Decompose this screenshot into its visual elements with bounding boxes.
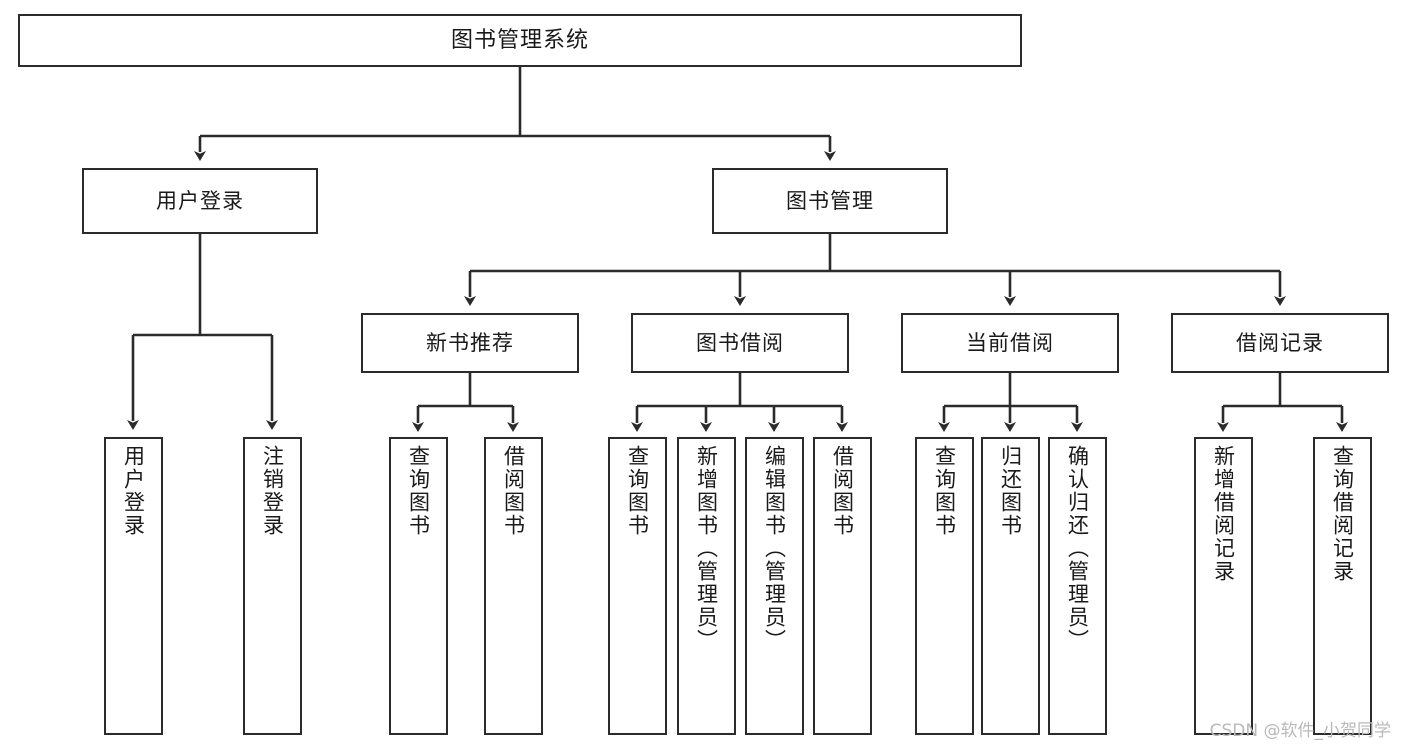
leaf-new-book-borrow[interactable]: 借阅图书 bbox=[484, 437, 543, 735]
node-borrow-record-label: 借阅记录 bbox=[1236, 330, 1324, 355]
node-new-book-recommend[interactable]: 新书推荐 bbox=[361, 313, 579, 373]
node-book-management-label: 图书管理 bbox=[786, 188, 874, 213]
leaf-record-query-record[interactable]: 查询借阅记录 bbox=[1313, 437, 1372, 735]
leaf-borrow-edit-book-admin-label: 编辑图书（管理员） bbox=[762, 445, 787, 652]
leaf-current-return-book-label: 归还图书 bbox=[998, 445, 1023, 537]
leaf-user-login-login[interactable]: 用户登录 bbox=[104, 437, 163, 735]
leaf-current-query-book[interactable]: 查询图书 bbox=[915, 437, 974, 735]
leaf-current-confirm-return-admin[interactable]: 确认归还（管理员） bbox=[1048, 437, 1107, 735]
leaf-user-login-logout-label: 注销登录 bbox=[260, 445, 285, 537]
leaf-record-add-record-label: 新增借阅记录 bbox=[1211, 445, 1236, 583]
csdn-watermark: CSDN @软件_小贺同学 bbox=[1209, 721, 1391, 741]
leaf-borrow-add-book-admin-label: 新增图书（管理员） bbox=[694, 445, 719, 652]
leaf-borrow-edit-book-admin[interactable]: 编辑图书（管理员） bbox=[745, 437, 804, 735]
node-user-login[interactable]: 用户登录 bbox=[82, 168, 318, 234]
leaf-current-query-book-label: 查询图书 bbox=[932, 445, 957, 537]
leaf-borrow-borrow-book-label: 借阅图书 bbox=[830, 445, 855, 537]
leaf-borrow-query-book-label: 查询图书 bbox=[625, 445, 650, 537]
leaf-current-return-book[interactable]: 归还图书 bbox=[981, 437, 1040, 735]
leaf-borrow-query-book[interactable]: 查询图书 bbox=[608, 437, 667, 735]
leaf-current-confirm-return-admin-label: 确认归还（管理员） bbox=[1065, 445, 1090, 652]
leaf-new-book-query[interactable]: 查询图书 bbox=[389, 437, 448, 735]
node-current-borrow[interactable]: 当前借阅 bbox=[901, 313, 1119, 373]
node-new-book-recommend-label: 新书推荐 bbox=[426, 330, 514, 355]
leaf-record-add-record[interactable]: 新增借阅记录 bbox=[1194, 437, 1253, 735]
leaf-new-book-borrow-label: 借阅图书 bbox=[501, 445, 526, 537]
node-user-login-label: 用户登录 bbox=[156, 188, 244, 213]
leaf-borrow-borrow-book[interactable]: 借阅图书 bbox=[813, 437, 872, 735]
leaf-borrow-add-book-admin[interactable]: 新增图书（管理员） bbox=[677, 437, 736, 735]
node-book-borrow-label: 图书借阅 bbox=[696, 330, 784, 355]
node-borrow-record[interactable]: 借阅记录 bbox=[1171, 313, 1389, 373]
leaf-record-query-record-label: 查询借阅记录 bbox=[1330, 445, 1355, 583]
node-book-management[interactable]: 图书管理 bbox=[712, 168, 948, 234]
leaf-user-login-logout[interactable]: 注销登录 bbox=[243, 437, 302, 735]
node-root-label: 图书管理系统 bbox=[450, 27, 589, 53]
node-book-borrow[interactable]: 图书借阅 bbox=[631, 313, 849, 373]
node-root-book-management-system[interactable]: 图书管理系统 bbox=[18, 14, 1022, 67]
node-current-borrow-label: 当前借阅 bbox=[966, 330, 1054, 355]
leaf-new-book-query-label: 查询图书 bbox=[406, 445, 431, 537]
leaf-user-login-login-label: 用户登录 bbox=[121, 445, 146, 537]
